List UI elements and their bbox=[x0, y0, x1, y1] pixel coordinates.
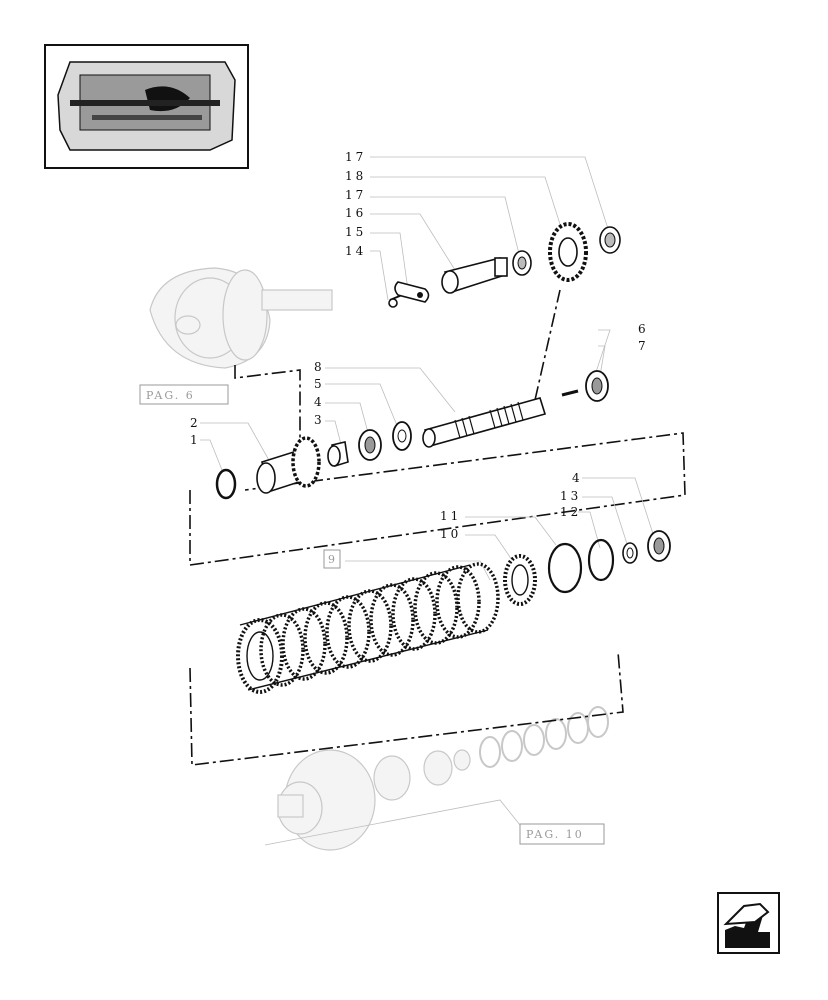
callout-12: 12 bbox=[560, 505, 581, 519]
ref-pag-10[interactable]: PAG. 10 bbox=[519, 823, 605, 845]
callout-3: 3 bbox=[314, 413, 325, 427]
callout-18: 18 bbox=[345, 169, 366, 183]
part-7-bearing[interactable] bbox=[585, 370, 609, 402]
transmission-thumbnail-icon[interactable] bbox=[44, 44, 249, 169]
part-3-bushing[interactable] bbox=[327, 441, 349, 468]
callout-8: 8 bbox=[314, 360, 325, 374]
callout-13: 13 bbox=[560, 489, 581, 503]
part-1-snap-ring[interactable] bbox=[215, 468, 237, 500]
ref-pag-6-label: PAG. 6 bbox=[146, 389, 195, 402]
part-4-bearing-b[interactable] bbox=[647, 530, 671, 562]
part-13-washer[interactable] bbox=[622, 542, 638, 564]
part-8-splined-shaft[interactable] bbox=[422, 397, 547, 448]
part-12-circlip[interactable] bbox=[587, 538, 615, 582]
ghost-clutch-housing bbox=[149, 267, 333, 369]
callout-4a: 4 bbox=[314, 395, 325, 409]
ref-pag-10-label: PAG. 10 bbox=[526, 828, 584, 841]
part-16-shift-shaft[interactable] bbox=[441, 257, 508, 294]
part-15-link-plate[interactable] bbox=[394, 281, 430, 303]
callout-17a: 17 bbox=[345, 150, 366, 164]
callout-4b: 4 bbox=[572, 471, 583, 485]
part-6-dowel-pin[interactable] bbox=[561, 389, 579, 397]
callout-1: 1 bbox=[190, 433, 201, 447]
callout-5: 5 bbox=[314, 377, 325, 391]
callout-7: 7 bbox=[638, 339, 649, 353]
part-9-clutch-disc-pack[interactable] bbox=[236, 562, 500, 694]
assembly-line-1 bbox=[234, 365, 301, 440]
callout-14: 14 bbox=[345, 244, 366, 258]
part-17-bearing-b[interactable] bbox=[599, 226, 621, 254]
callout-10: 10 bbox=[440, 527, 461, 541]
callout-15: 15 bbox=[345, 225, 366, 239]
callout-6: 6 bbox=[638, 322, 649, 336]
part-14-pin[interactable] bbox=[388, 294, 403, 308]
part-4-bearing-a[interactable] bbox=[358, 429, 382, 461]
assembly-line-4 bbox=[189, 651, 624, 766]
ghost-clutch-drum bbox=[277, 706, 609, 851]
part-10-gear-ring[interactable] bbox=[503, 554, 537, 606]
callout-2: 2 bbox=[190, 416, 201, 430]
assembly-line-3 bbox=[189, 432, 686, 566]
callout-17b: 17 bbox=[345, 188, 366, 202]
part-2-gear-sleeve[interactable] bbox=[256, 436, 321, 494]
ref-pag-6[interactable]: PAG. 6 bbox=[139, 384, 229, 405]
callout-16: 16 bbox=[345, 206, 366, 220]
part-5-thrust-washer[interactable] bbox=[392, 421, 412, 451]
callout-9-box: 9 bbox=[323, 549, 341, 569]
part-18-gear[interactable] bbox=[548, 222, 588, 282]
callout-11: 11 bbox=[440, 509, 461, 523]
part-17-bearing-a[interactable] bbox=[512, 250, 532, 276]
assembly-line-2 bbox=[534, 289, 561, 401]
previous-page-arrow-icon[interactable] bbox=[717, 892, 780, 954]
leader-lines bbox=[200, 156, 656, 846]
part-11-snap-ring[interactable] bbox=[547, 542, 583, 594]
callout-9: 9 bbox=[328, 553, 337, 566]
